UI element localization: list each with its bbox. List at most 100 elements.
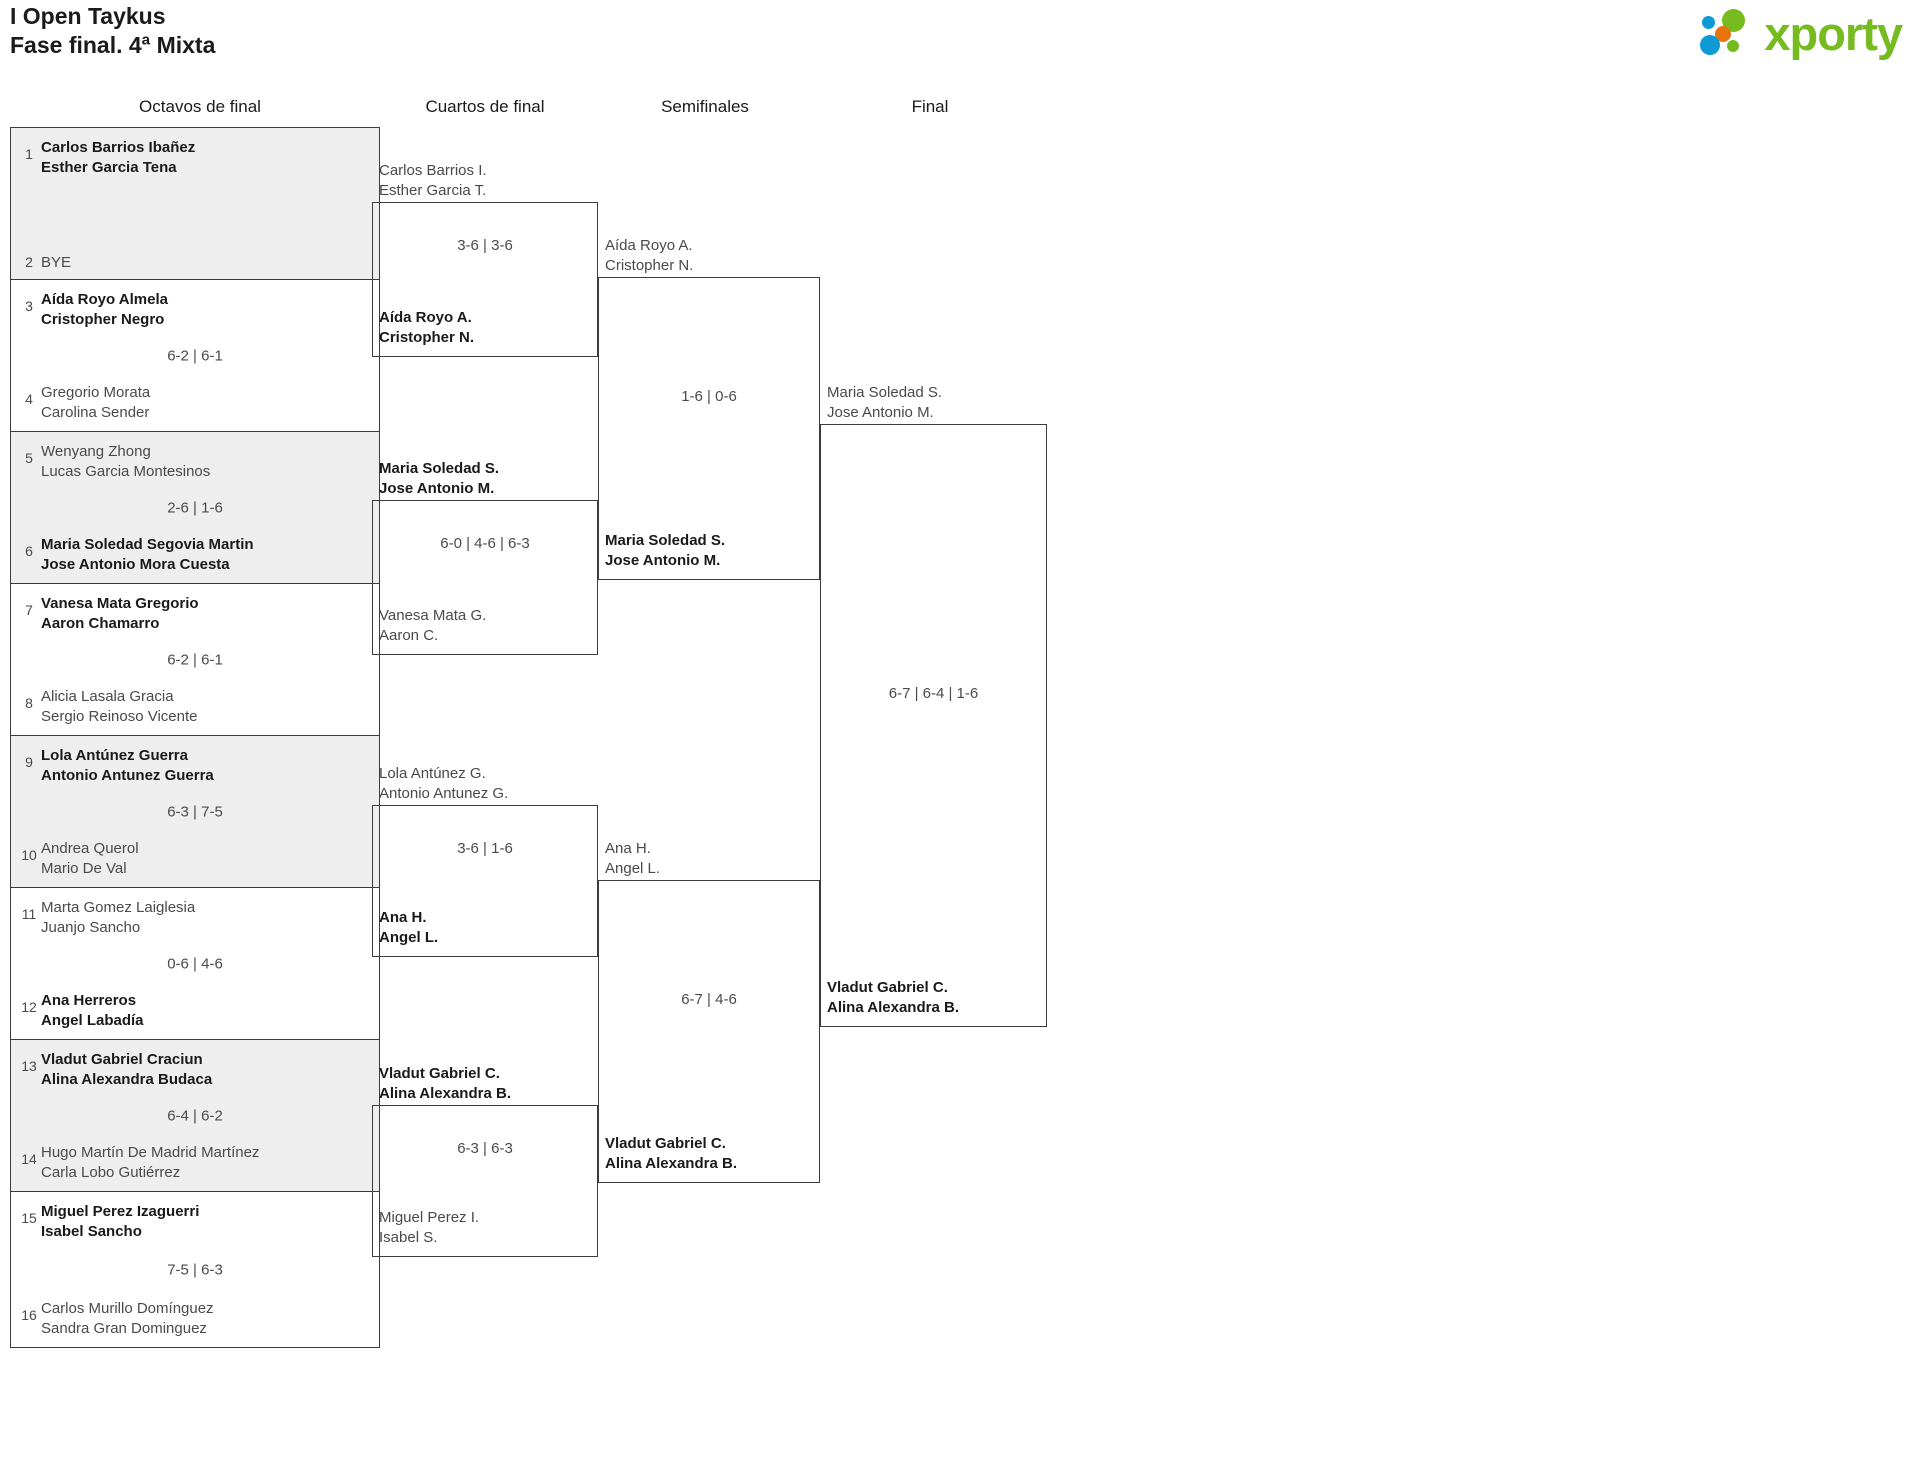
player-slot-bottom[interactable]: Vladut Gabriel C. Alina Alexandra B. <box>605 1134 737 1172</box>
player-names: Lola Antúnez Guerra Antonio Antunez Guer… <box>41 747 214 785</box>
round-header-octavos: Octavos de final <box>139 97 261 116</box>
match-score: 6-3 | 7-5 <box>167 803 223 820</box>
logo-dot-blue-small <box>1702 16 1716 29</box>
player-slot-bottom[interactable]: Aída Royo A. Cristopher N. <box>379 308 475 346</box>
xporty-logo: xporty <box>1700 6 1903 60</box>
player-names: Andrea Querol Mario De Val <box>41 839 139 877</box>
player-names: Carlos Murillo Domínguez Sandra Gran Dom… <box>41 1299 214 1337</box>
player-names: Gregorio Morata Carolina Sender <box>41 383 151 421</box>
player-names: Hugo Martín De Madrid Martínez Carla Lob… <box>41 1143 260 1181</box>
match-box[interactable]: Maria Soledad S. Jose Antonio M. 6-0 | 4… <box>372 460 598 655</box>
match-score: 6-4 | 6-2 <box>167 1107 223 1124</box>
player-slot-bottom[interactable]: 6 Maria Soledad Segovia Martin Jose Anto… <box>11 535 379 576</box>
seed-number: 15 <box>21 1210 37 1226</box>
player-names: Marta Gomez Laiglesia Juanjo Sancho <box>41 899 196 937</box>
player-names: Maria Soledad Segovia Martin Jose Antoni… <box>41 535 254 573</box>
page-title: I Open Taykus Fase final. 4ª Mixta <box>10 2 215 61</box>
player-names: Vanesa Mata Gregorio Aaron Chamarro <box>41 595 199 633</box>
match-box-final[interactable]: Maria Soledad S. Jose Antonio M. 6-7 | 6… <box>820 384 1047 1027</box>
match-box[interactable]: Aída Royo A. Cristopher N. 1-6 | 0-6 Mar… <box>598 237 820 580</box>
xporty-wordmark: xporty <box>1764 6 1903 60</box>
player-names: Aída Royo Almela Cristopher Negro <box>41 291 168 329</box>
player-slot-top[interactable]: Carlos Barrios I. Esther Garcia T. <box>379 162 487 200</box>
seed-number: 2 <box>25 254 33 270</box>
player-slot-bottom[interactable]: 14 Hugo Martín De Madrid Martínez Carla … <box>11 1143 379 1184</box>
seed-number: 13 <box>21 1058 37 1074</box>
player-slot-top[interactable]: 7 Vanesa Mata Gregorio Aaron Chamarro <box>11 594 379 635</box>
match-box[interactable]: Ana H. Angel L. 6-7 | 4-6 Vladut Gabriel… <box>598 840 820 1183</box>
match-row[interactable]: 3 Aída Royo Almela Cristopher Negro 6-2 … <box>11 280 379 432</box>
player-slot-top[interactable]: Ana H. Angel L. <box>605 840 661 878</box>
player-slot-top[interactable]: 13 Vladut Gabriel Craciun Alina Alexandr… <box>11 1050 379 1091</box>
player-slot-bottom[interactable]: 8 Alicia Lasala Gracia Sergio Reinoso Vi… <box>11 687 379 728</box>
player-slot-top[interactable]: 5 Wenyang Zhong Lucas Garcia Montesinos <box>11 442 379 483</box>
match-score: 7-5 | 6-3 <box>167 1261 223 1278</box>
round-header-final: Final <box>911 97 949 116</box>
player-slot-bottom[interactable]: Vladut Gabriel C. Alina Alexandra B. <box>827 978 959 1016</box>
logo-dot-blue-large <box>1700 35 1721 55</box>
seed-number: 14 <box>21 1150 37 1167</box>
match-box[interactable]: Lola Antúnez G. Antonio Antunez G. 3-6 |… <box>372 765 598 957</box>
player-names: Carlos Barrios Ibañez Esther Garcia Tena <box>41 139 196 177</box>
player-slot-bottom[interactable]: 16 Carlos Murillo Domínguez Sandra Gran … <box>11 1299 379 1340</box>
match-row[interactable]: 9 Lola Antúnez Guerra Antonio Antunez Gu… <box>11 736 379 888</box>
seed-number: 4 <box>25 390 33 407</box>
round-octavos-column: 1 Carlos Barrios Ibañez Esther Garcia Te… <box>10 127 380 1348</box>
logo-dot-green-large <box>1722 9 1746 32</box>
player-slot-top[interactable]: 11 Marta Gomez Laiglesia Juanjo Sancho <box>11 898 379 939</box>
player-slot-bottom[interactable]: Maria Soledad S. Jose Antonio M. <box>605 531 726 569</box>
xporty-dots-icon <box>1700 8 1756 58</box>
match-row[interactable]: 13 Vladut Gabriel Craciun Alina Alexandr… <box>11 1040 379 1192</box>
seed-number: 6 <box>25 542 33 559</box>
round-header-semifinales: Semifinales <box>661 97 749 116</box>
match-score: 6-2 | 6-1 <box>167 651 223 668</box>
player-slot-top[interactable]: 3 Aída Royo Almela Cristopher Negro <box>11 290 379 331</box>
match-row[interactable]: 15 Miguel Perez Izaguerri Isabel Sancho … <box>11 1192 379 1347</box>
player-names: Alicia Lasala Gracia Sergio Reinoso Vice… <box>41 687 198 725</box>
player-slot-top[interactable]: Lola Antúnez G. Antonio Antunez G. <box>379 765 509 803</box>
tournament-phase: Fase final. 4ª Mixta <box>10 32 216 59</box>
logo-dot-green-small <box>1727 40 1740 52</box>
bye-label: BYE <box>41 254 72 271</box>
player-names: Vladut Gabriel Craciun Alina Alexandra B… <box>41 1051 213 1089</box>
seed-number: 7 <box>25 602 33 618</box>
player-slot-top[interactable]: Maria Soledad S. Jose Antonio M. <box>827 384 943 422</box>
player-slot-bottom[interactable]: 12 Ana Herreros Angel Labadía <box>11 991 379 1032</box>
player-names: Ana Herreros Angel Labadía <box>41 991 144 1029</box>
player-slot-top[interactable]: 1 Carlos Barrios Ibañez Esther Garcia Te… <box>11 138 379 179</box>
match-score: 6-7 | 6-4 | 1-6 <box>888 685 979 702</box>
match-row[interactable]: 7 Vanesa Mata Gregorio Aaron Chamarro 6-… <box>11 584 379 736</box>
player-slot-bottom[interactable]: Miguel Perez I. Isabel S. <box>379 1208 480 1246</box>
player-slot-bottom[interactable]: 2 BYE <box>11 253 379 271</box>
player-slot-bottom[interactable]: 10 Andrea Querol Mario De Val <box>11 839 379 880</box>
seed-number: 5 <box>25 450 33 466</box>
logo-dot-orange <box>1715 26 1732 42</box>
player-slot-top[interactable]: Aída Royo A. Cristopher N. <box>605 237 694 275</box>
seed-number: 1 <box>25 146 33 162</box>
match-row[interactable]: 11 Marta Gomez Laiglesia Juanjo Sancho 0… <box>11 888 379 1040</box>
player-slot-top[interactable]: 15 Miguel Perez Izaguerri Isabel Sancho <box>11 1202 379 1243</box>
match-row[interactable]: 5 Wenyang Zhong Lucas Garcia Montesinos … <box>11 432 379 584</box>
player-slot-bottom[interactable]: 4 Gregorio Morata Carolina Sender <box>11 383 379 424</box>
player-names: Wenyang Zhong Lucas Garcia Montesinos <box>41 443 211 481</box>
match-box[interactable]: Vladut Gabriel C. Alina Alexandra B. 6-3… <box>372 1065 598 1257</box>
seed-number: 11 <box>21 906 37 922</box>
seed-number: 9 <box>25 754 33 770</box>
match-score: 3-6 | 3-6 <box>457 237 513 254</box>
tournament-name: I Open Taykus <box>10 3 166 29</box>
match-score: 0-6 | 4-6 <box>167 955 223 972</box>
match-score: 6-2 | 6-1 <box>167 347 223 364</box>
player-slot-bottom[interactable]: Vanesa Mata G. Aaron C. <box>379 606 487 644</box>
player-slot-top[interactable]: Maria Soledad S. Jose Antonio M. <box>379 460 500 498</box>
player-names: Miguel Perez Izaguerri Isabel Sancho <box>41 1203 200 1241</box>
player-slot-bottom[interactable]: Ana H. Angel L. <box>379 908 439 946</box>
match-score: 6-7 | 4-6 <box>681 991 737 1008</box>
match-box[interactable]: Carlos Barrios I. Esther Garcia T. 3-6 |… <box>372 162 598 357</box>
player-slot-top[interactable]: Vladut Gabriel C. Alina Alexandra B. <box>379 1065 511 1103</box>
match-score: 6-3 | 6-3 <box>457 1140 513 1157</box>
match-row[interactable]: 1 Carlos Barrios Ibañez Esther Garcia Te… <box>11 128 379 280</box>
seed-number: 8 <box>25 694 33 711</box>
seed-number: 3 <box>25 298 33 314</box>
match-score: 3-6 | 1-6 <box>457 840 513 857</box>
player-slot-top[interactable]: 9 Lola Antúnez Guerra Antonio Antunez Gu… <box>11 746 379 787</box>
